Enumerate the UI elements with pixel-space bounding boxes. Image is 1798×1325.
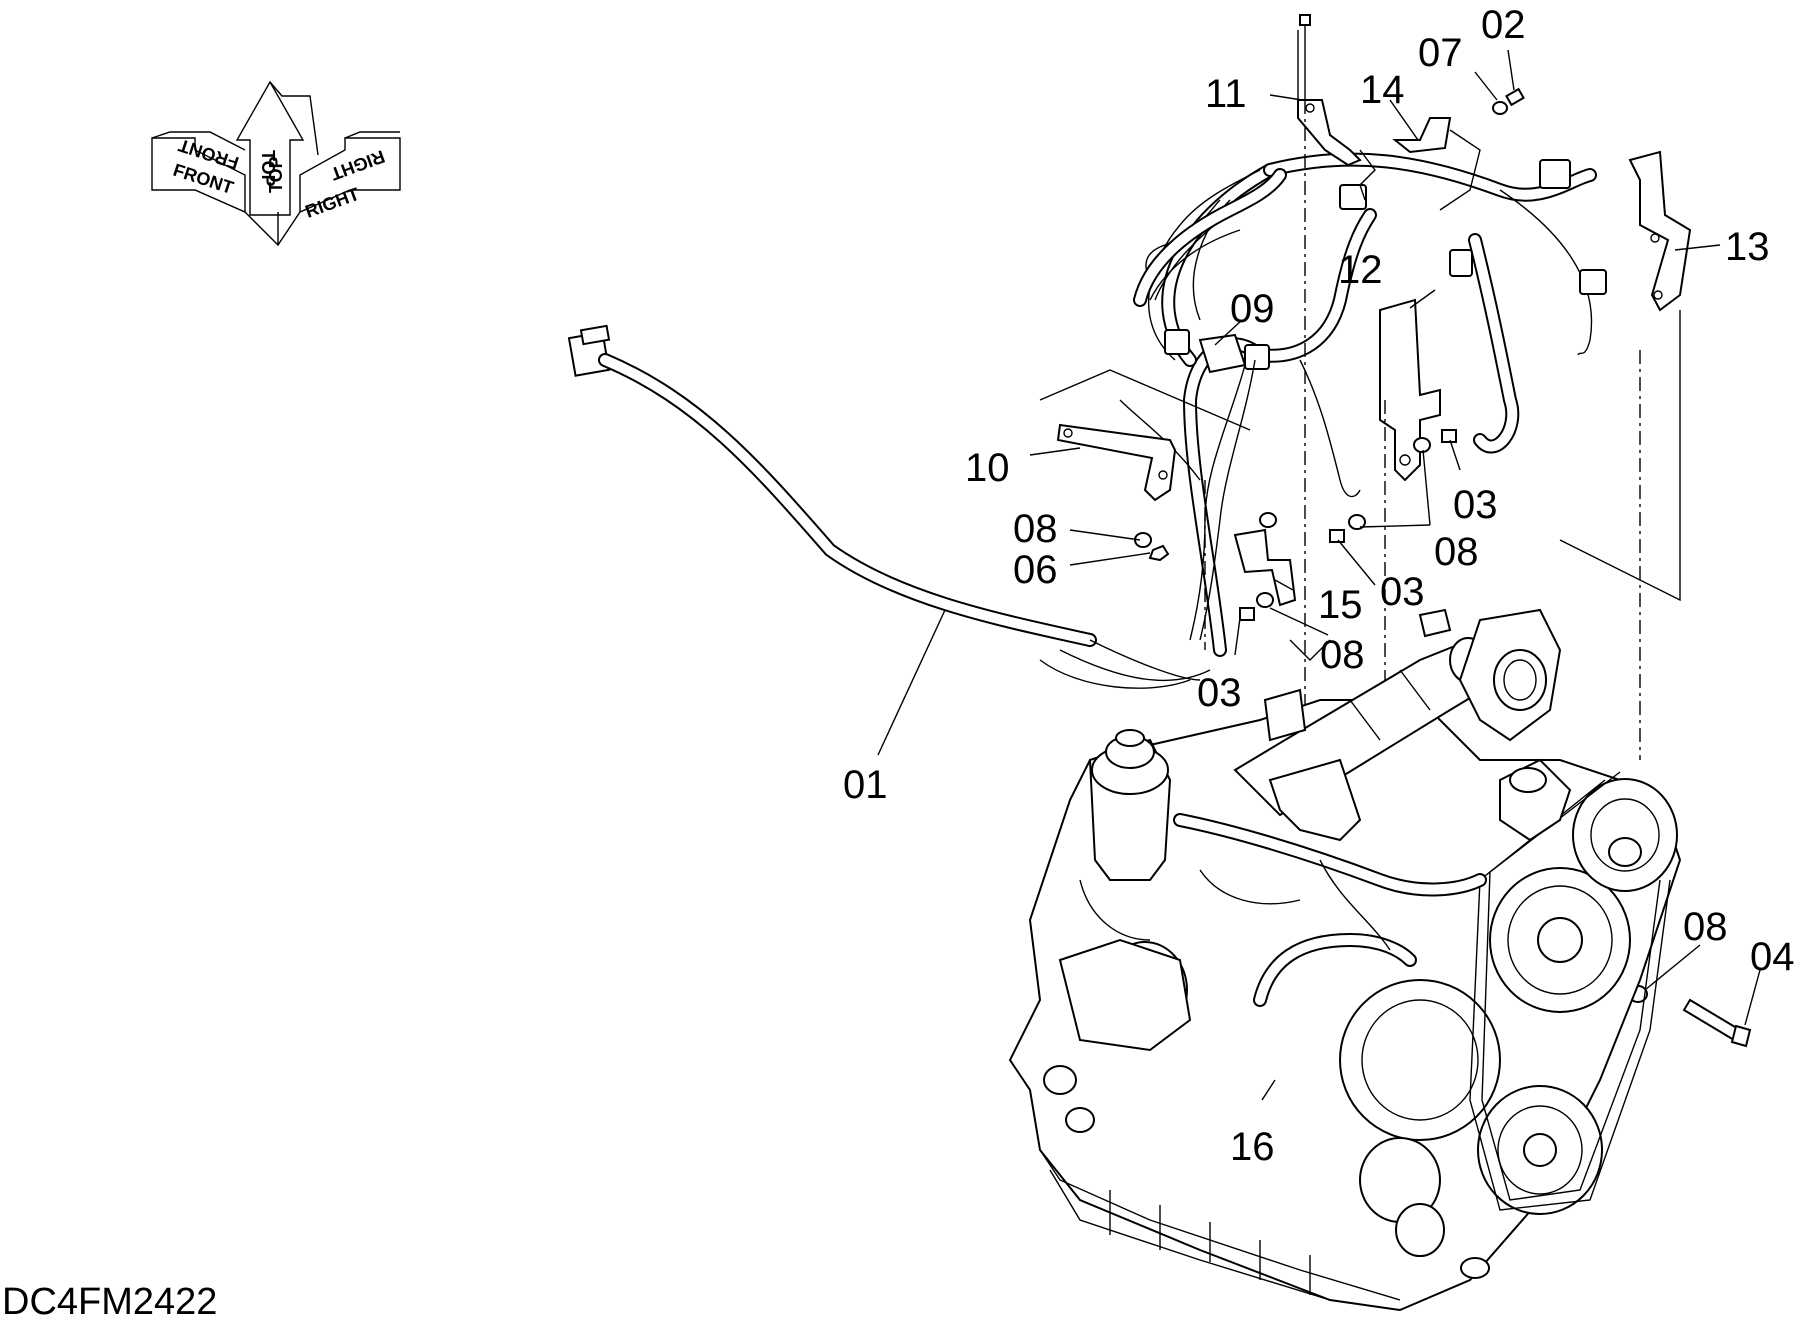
callout-11: 11 [1205, 72, 1247, 116]
callout-08-d: 08 [1683, 905, 1728, 949]
callout-10: 10 [965, 446, 1010, 490]
top-label: TOP [258, 150, 278, 187]
orientation-indicator: FRONT FRONT TOP TOP RIGHT RIGHT [151, 80, 401, 247]
top-label-mirrored: TOP [266, 156, 286, 193]
right-label: RIGHT [303, 184, 362, 222]
callout-08-c: 08 [1320, 633, 1365, 677]
callout-08-a: 08 [1013, 507, 1058, 551]
bracket-12 [1379, 298, 1441, 482]
callout-06: 06 [1013, 548, 1058, 592]
callout-16: 16 [1230, 1125, 1275, 1169]
callout-01: 01 [843, 763, 888, 807]
bracket-11 [1297, 14, 1362, 167]
callout-03-b: 03 [1380, 570, 1425, 614]
callout-07: 07 [1418, 31, 1463, 75]
callout-14: 14 [1360, 68, 1405, 112]
bracket-10 [1056, 423, 1177, 502]
leader-lines [877, 49, 1761, 1101]
callout-04: 04 [1750, 935, 1795, 979]
callout-02: 02 [1481, 3, 1526, 47]
harness-upper [1119, 152, 1607, 657]
callout-03-c: 03 [1197, 671, 1242, 715]
bracket-14 [1392, 117, 1452, 154]
callout-03-a: 03 [1453, 483, 1498, 527]
callout-15: 15 [1318, 583, 1363, 627]
bracket-13 [1628, 150, 1692, 312]
engine-block [1008, 608, 1682, 1312]
harness-01 [567, 324, 1211, 689]
callout-09: 09 [1230, 287, 1275, 331]
callout-labels: 01 02 03 03 03 04 06 07 08 08 08 08 09 1… [843, 3, 1795, 1169]
bracket-15 [1233, 528, 1297, 607]
callout-12: 12 [1338, 248, 1383, 292]
callout-13: 13 [1725, 225, 1770, 269]
right-label-mirrored: RIGHT [328, 146, 387, 184]
callout-08-b: 08 [1434, 530, 1479, 574]
drawing-code: DC4FM2422 [2, 1281, 217, 1323]
